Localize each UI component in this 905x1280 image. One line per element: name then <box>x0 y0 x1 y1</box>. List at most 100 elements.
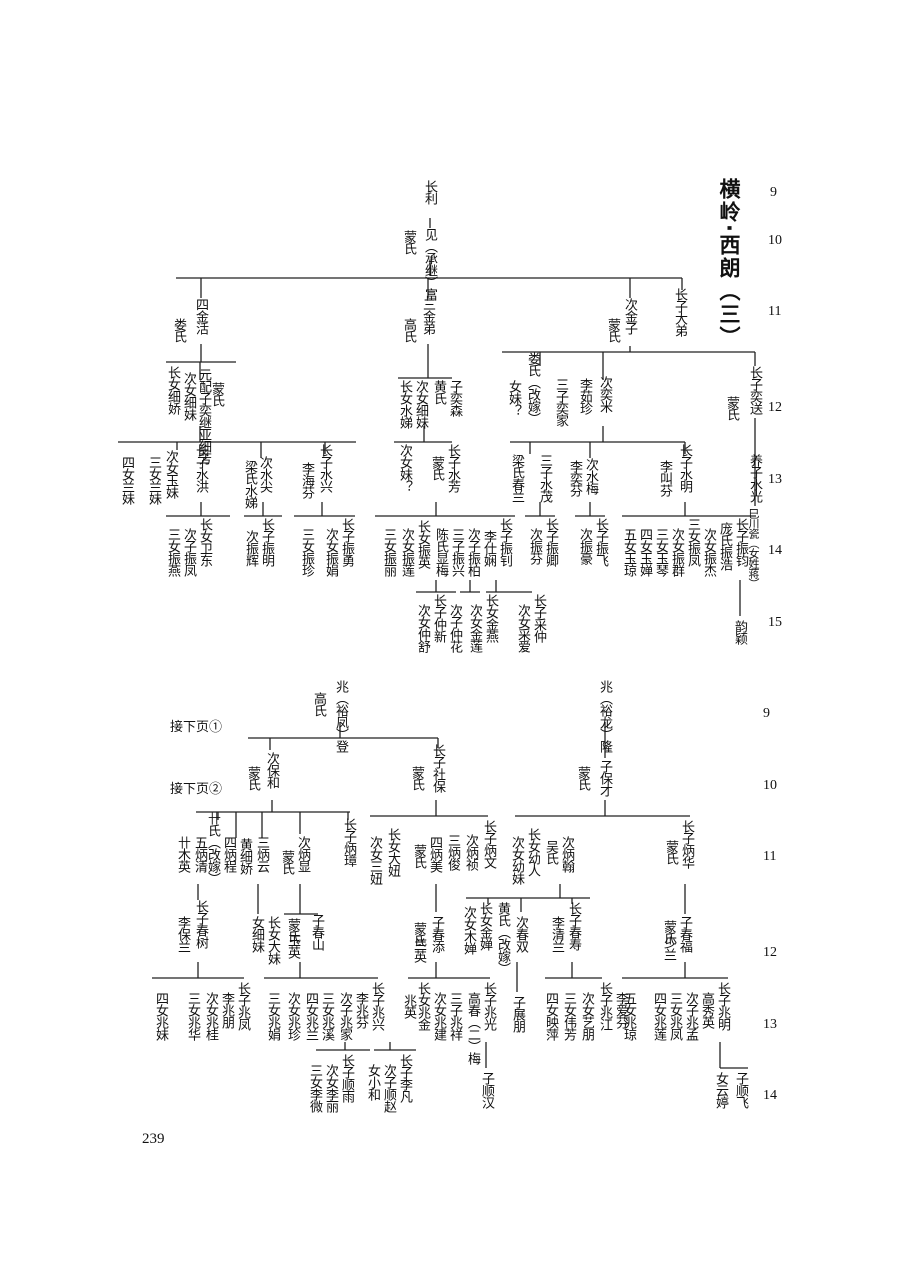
spouse-name: 李清兰 <box>549 916 564 952</box>
generation-number: 9 <box>763 706 770 721</box>
generation-number: 9 <box>770 185 777 200</box>
spouse-name: 蒙氏 <box>724 396 739 420</box>
person-name: 长子采仲 <box>531 594 546 642</box>
person-name: 长子振勇 <box>339 518 354 566</box>
person-name: 长子炳华 <box>679 820 694 868</box>
person-name: 长子兆兴 <box>369 982 384 1030</box>
person-name: 长子兆光 <box>481 982 496 1030</box>
generation-number: 10 <box>768 233 782 248</box>
person-name: 长女大妞 <box>385 828 400 876</box>
person-name: 元配子奕继亚细芳 <box>196 368 211 464</box>
person-name: 女小和 <box>365 1064 380 1100</box>
person-name: 长子振钧 <box>733 518 748 566</box>
spouse-name: 蒙氏 <box>575 766 590 790</box>
person-name: 次女兆桂 <box>203 992 218 1040</box>
person-name: 四女兆莲 <box>651 992 666 1040</box>
person-name: 次女妹？ <box>397 444 412 492</box>
spouse-name: 梁氏水娣 <box>242 460 257 508</box>
spouse-name: 蒙氏 <box>661 920 676 944</box>
person-name: 长子兆江 <box>597 982 612 1030</box>
person-name: 三女振燕 <box>165 528 180 576</box>
person-name: 五女兆琼 <box>621 992 636 1040</box>
spouse-name: 李叫芬 <box>657 460 672 496</box>
person-name: 长女金燕 <box>483 594 498 642</box>
person-name: 次炳翰 <box>559 836 574 872</box>
person-name: 四金活 <box>193 298 208 334</box>
person-name: 长子仲新 <box>431 594 446 642</box>
person-name: 次女金莲 <box>467 604 482 652</box>
spouse-name: 娄氏 <box>171 318 186 342</box>
spouse-name: 陈氏显梅 <box>433 528 448 576</box>
person-name: 子春添 <box>429 916 444 952</box>
person-name: 次子顺赵 <box>381 1064 396 1112</box>
person-name: 次女细妹 <box>413 380 428 428</box>
person-name: 次子振凤 <box>181 528 196 576</box>
person-name: 子保才 <box>597 760 612 796</box>
person-name: 次春双 <box>513 916 528 952</box>
person-name: 三女兰妹 <box>146 456 161 504</box>
person-name: 次女艺朋 <box>579 992 594 1040</box>
spouse-name: 巳川瓷（女姓蒋） <box>747 508 760 588</box>
person-name: 三女伟芳 <box>561 992 576 1040</box>
spouse-name: 蒙氏 <box>409 766 424 790</box>
person-name: 长子炳文 <box>481 820 496 868</box>
person-name: 长子奕送 <box>747 366 762 414</box>
spouse-name: 少兰 <box>661 936 676 960</box>
person-name: 兆（裕龙）隆 <box>597 680 612 752</box>
person-name: 次子仲花 <box>447 604 462 652</box>
person-name: 三女兆娟 <box>265 992 280 1040</box>
person-name: 次女木婵 <box>461 906 476 954</box>
generation-number: 11 <box>763 849 777 864</box>
spouse-name: 蒙氏 <box>663 840 678 864</box>
person-name: 长女金婵 <box>477 902 492 950</box>
spouse-name: 李爱芬 <box>613 992 628 1028</box>
person-name: 次振芬 <box>527 528 542 564</box>
spouse-name: 蒙氏 <box>285 918 300 942</box>
person-name: 次振辉 <box>243 530 258 566</box>
spouse-name: 李兆朋 <box>219 992 234 1028</box>
person-name: 长子水洪 <box>193 444 208 492</box>
spouse-name: 黄氏 <box>431 380 446 404</box>
person-name: 三子水茂 <box>537 454 552 502</box>
person-name: 兆英 <box>401 994 416 1018</box>
person-name: 次女振群 <box>669 528 684 576</box>
continue-note: 接下页① <box>170 720 223 735</box>
person-name: 次女仲舒 <box>415 604 430 652</box>
spouse-name: 兰英 <box>411 938 426 962</box>
person-name: 五炳清 <box>192 836 207 872</box>
generation-number: 10 <box>763 778 777 793</box>
person-name: 长女大妹 <box>265 916 280 964</box>
spouse-name: 娄氏（改嫁） <box>525 352 540 424</box>
spouse-name: 蒙氏 <box>209 382 224 406</box>
person-name: 四女兆兰 <box>303 992 318 1040</box>
person-name: 三子振兴 <box>449 528 464 576</box>
person-name: 子春山 <box>309 914 324 950</box>
person-name: 养子水光 <box>747 454 762 502</box>
person-name: 次女细妹 <box>181 372 196 420</box>
person-name: 长子振钊 <box>497 518 512 566</box>
person-name: 长女卫东 <box>197 518 212 566</box>
person-name: 四炳程 <box>221 836 236 872</box>
person-name: 三女振丽 <box>381 528 396 576</box>
person-name: 次女振娟 <box>323 528 338 576</box>
generation-number: 15 <box>768 615 782 630</box>
spouse-name: 蒙氏 <box>401 230 416 254</box>
person-name: 长女兆金 <box>415 982 430 1030</box>
generation-number: 11 <box>768 304 782 319</box>
spouse-name: 高春（二）梅 <box>465 992 480 1064</box>
person-name: 三子兆祥 <box>447 992 462 1040</box>
person-name: 次炳祯 <box>463 834 478 870</box>
spouse-name: 蒙氏 <box>279 850 294 874</box>
generation-number: 14 <box>763 1088 777 1103</box>
generation-number: 14 <box>768 543 782 558</box>
person-name: 次女兆建 <box>431 992 446 1040</box>
person-name: 子奕森 <box>447 380 462 416</box>
person-name: 三女振珍 <box>299 528 314 576</box>
person-name: 三金弟 <box>420 298 435 334</box>
person-name: 四女兰妹 <box>119 456 134 504</box>
person-name: 次女幼妹 <box>509 836 524 884</box>
person-name: 长子水芳 <box>445 444 460 492</box>
generation-number: 12 <box>763 945 777 960</box>
person-name: 三炳云 <box>254 836 269 872</box>
